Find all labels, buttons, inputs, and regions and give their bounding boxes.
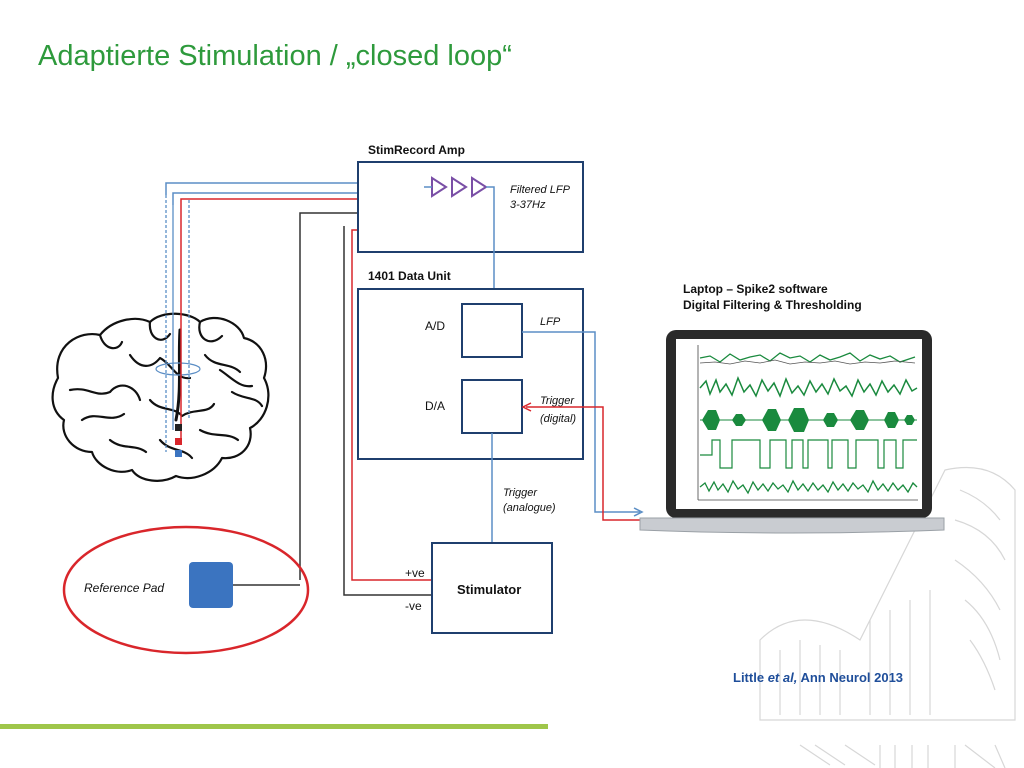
ad-label: A/D: [425, 319, 445, 333]
ad-converter-box: [461, 303, 523, 358]
stimulator-box: Stimulator +ve -ve: [405, 542, 553, 634]
amp-label: StimRecord Amp: [368, 143, 465, 157]
negative-terminal-label: -ve: [405, 599, 422, 613]
trigger-digital-line: [526, 406, 640, 521]
reference-pad-icon: [189, 562, 233, 608]
positive-terminal-label: +ve: [405, 566, 425, 580]
brain-illustration: [51, 312, 270, 482]
trigger-digital-sub: (digital): [540, 413, 576, 425]
data-unit-label: 1401 Data Unit: [368, 269, 451, 283]
laptop-label: Laptop – Spike2 software: [683, 282, 828, 296]
laptop-base: [639, 517, 945, 534]
spike2-traces: [697, 345, 918, 501]
trigger-digital-label: Trigger: [540, 395, 575, 407]
filtered-lfp-label: Filtered LFP: [510, 184, 571, 196]
stimulator-label: Stimulator: [457, 582, 521, 597]
citation-journal: Ann Neurol 2013: [800, 670, 904, 685]
lfp-label: LFP: [540, 316, 561, 328]
stimrecord-amp-box: StimRecord Amp Filtered LFP 3-37Hz: [357, 143, 584, 253]
laptop: Laptop – Spike2 software Digital Filteri…: [639, 282, 945, 534]
da-label: D/A: [425, 399, 445, 413]
trigger-analogue-sub: (analogue): [503, 502, 556, 514]
filtered-lfp-range: 3-37Hz: [510, 199, 546, 211]
citation: Little et al, Ann Neurol 2013: [733, 670, 903, 685]
citation-author: Little: [733, 670, 765, 685]
citation-etal: et al,: [767, 670, 798, 685]
lfp-to-laptop-line: [522, 331, 640, 513]
footer-rule: [0, 724, 548, 729]
data-unit-box: 1401 Data Unit A/D D/A LFP Trigger (digi…: [357, 269, 584, 460]
reference-pad-group: Reference Pad: [62, 525, 310, 655]
lfp-signal-line: [486, 186, 495, 304]
highlight-circle: [62, 525, 310, 655]
university-watermark: [759, 466, 1016, 768]
laptop-sublabel: Digital Filtering & Thresholding: [683, 298, 862, 312]
electrode-lead: [155, 195, 201, 457]
da-converter-box: [461, 379, 523, 434]
trigger-analogue-label: Trigger: [503, 487, 538, 499]
reference-pad-label: Reference Pad: [84, 581, 164, 595]
slide-title: Adaptierte Stimulation / „closed loop“: [38, 40, 512, 72]
